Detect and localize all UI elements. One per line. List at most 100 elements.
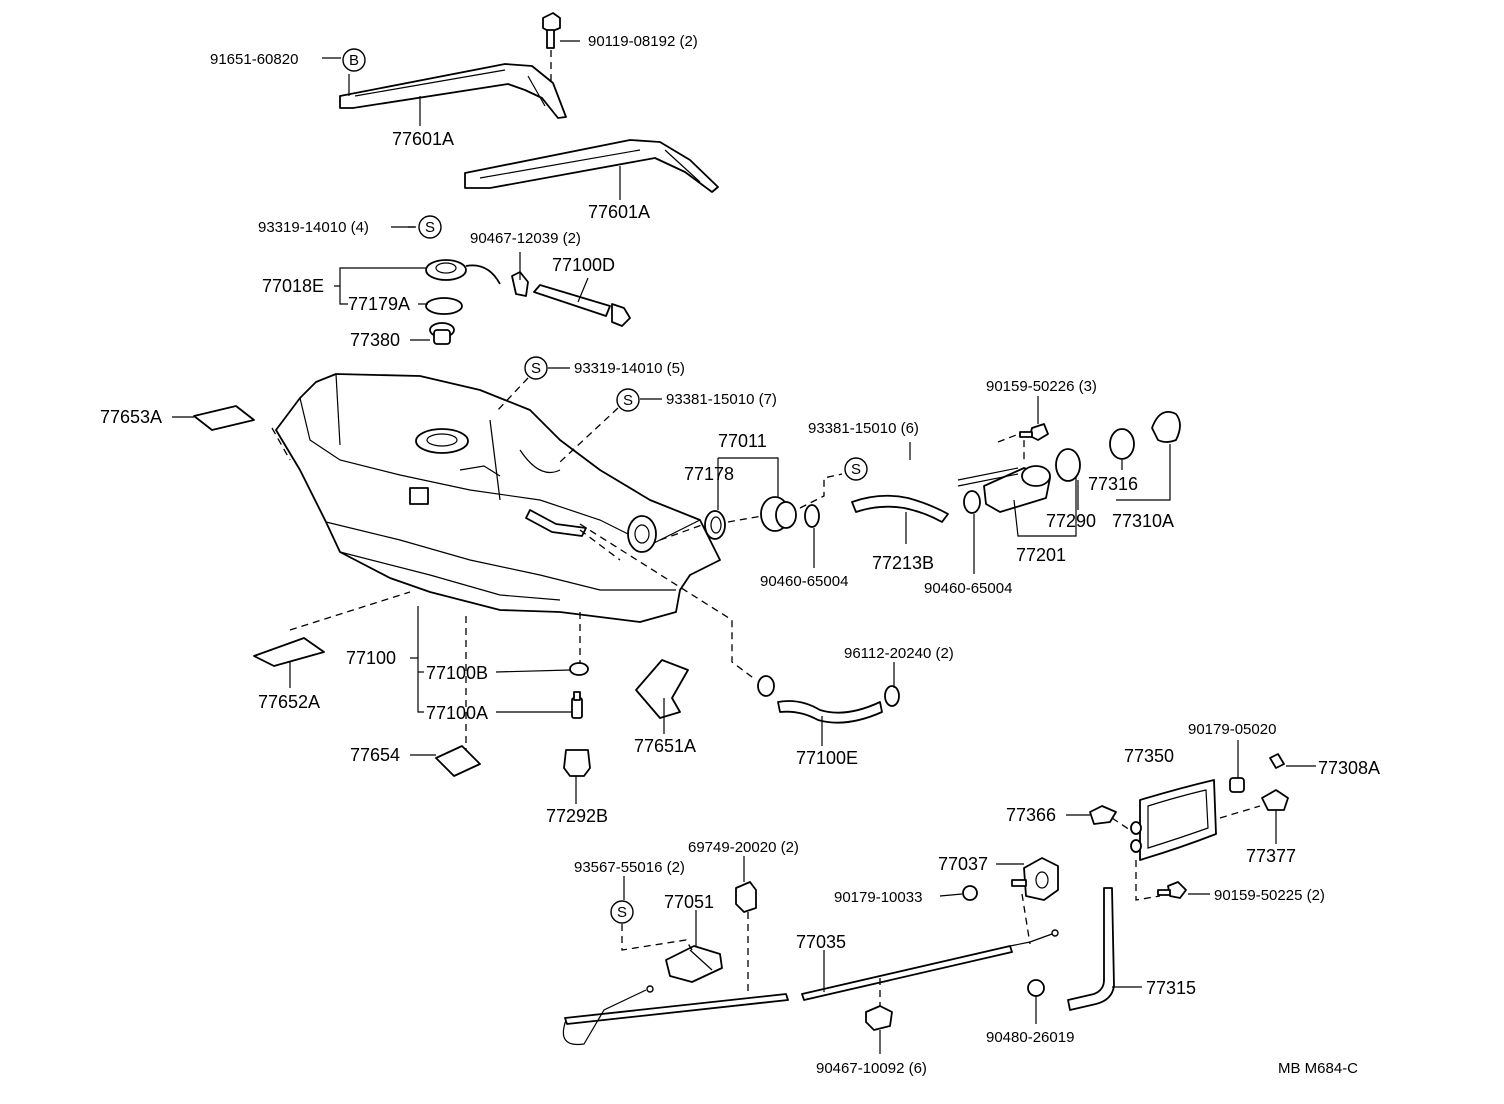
part-label: 77051 — [664, 892, 714, 912]
filler-neck-77316 — [1109, 428, 1135, 460]
part-label: 93381-15010 (7) — [666, 391, 777, 408]
part-label: 77652A — [258, 692, 320, 712]
part-label: 90159-50226 (3) — [986, 378, 1097, 395]
tank-cushion-77292b — [563, 749, 591, 777]
strap-bolt — [542, 12, 561, 49]
door-spring-77308a — [1269, 753, 1285, 769]
part-label: 77011 — [718, 431, 767, 451]
filler-pipe-77201 — [957, 465, 1051, 513]
door-bumper-90179 — [1229, 777, 1245, 793]
part-label: 90467-12039 (2) — [470, 230, 581, 247]
hose-clamp-b — [963, 490, 981, 514]
opener-cable-77035 — [801, 945, 1013, 1001]
filler-hose-77213b — [851, 494, 949, 523]
tank-pad-77653a — [193, 405, 255, 431]
fuel-gauge-sender — [425, 259, 501, 345]
breather-tube-77100d — [533, 284, 631, 327]
part-label: 93319-14010 (4) — [258, 219, 369, 236]
door-screw-90159-50225 — [1157, 881, 1187, 899]
opener-handle-77051 — [665, 945, 723, 983]
drain-plug — [571, 691, 583, 719]
symbol-s-text: S — [617, 904, 627, 921]
grommet-77178 — [704, 510, 726, 540]
part-label: 69749-20020 (2) — [688, 839, 799, 856]
part-label: 77315 — [1146, 978, 1196, 998]
symbol-s-2: S — [524, 356, 548, 380]
fuel-door-77350 — [1130, 779, 1217, 861]
part-label: 77179A — [348, 294, 410, 314]
symbol-s-4: S — [844, 457, 868, 481]
symbol-s-text: S — [623, 392, 633, 409]
part-label: 77310A — [1112, 511, 1174, 531]
hose-clip-small — [511, 271, 529, 297]
part-label: 93381-15010 (6) — [808, 420, 919, 437]
symbol-b: B — [342, 48, 366, 72]
cable-end — [1009, 933, 1053, 947]
part-label: 77651A — [634, 736, 696, 756]
part-label: 77316 — [1088, 474, 1138, 494]
part-label: 90179-10033 — [834, 889, 922, 906]
part-label: 77100A — [426, 703, 488, 723]
opener-lever-77037 — [1011, 857, 1059, 901]
part-label: 77308A — [1318, 758, 1380, 778]
part-label: 96112-20240 (2) — [844, 645, 954, 662]
part-label: 77366 — [1006, 805, 1056, 825]
part-label: 77201 — [1016, 545, 1066, 565]
part-label: 91651-60820 — [210, 51, 298, 68]
hose-clamp-a — [804, 504, 820, 528]
part-label: 77100 — [346, 648, 396, 668]
part-label: 77037 — [938, 854, 988, 874]
part-label: 77601A — [392, 129, 454, 149]
part-label: 90179-05020 — [1188, 721, 1276, 738]
part-label: 77100E — [796, 748, 858, 768]
part-label: 93567-55016 (2) — [574, 859, 685, 876]
part-label: 77178 — [684, 464, 734, 484]
part-label: 90460-65004 — [760, 573, 848, 590]
door-hinge-clip-77366 — [1089, 805, 1117, 825]
part-label: 77100B — [426, 663, 488, 683]
part-label: 77290 — [1046, 511, 1096, 531]
part-label: 77350 — [1124, 746, 1174, 766]
tank-pad-77654 — [435, 745, 481, 777]
part-label: 77380 — [350, 330, 400, 350]
cable-loop — [562, 989, 647, 1046]
symbol-s-text: S — [531, 360, 541, 377]
cable-clamp-90467 — [865, 1005, 893, 1031]
fuel-tank — [275, 373, 721, 623]
tank-protector-77651a — [635, 659, 689, 719]
part-label: 77213B — [872, 553, 934, 573]
tank-pad-77652a — [253, 637, 325, 667]
part-label: 90159-50225 (2) — [1214, 887, 1325, 904]
filler-bolt — [1019, 423, 1049, 441]
symbol-s-3: S — [616, 388, 640, 412]
part-label: 93319-14010 (5) — [574, 360, 685, 377]
symbol-s-text: S — [851, 461, 861, 478]
filler-grommet-77011 — [760, 496, 797, 532]
part-label: 77292B — [546, 806, 608, 826]
symbol-b-text: B — [349, 52, 359, 69]
part-label: 77018E — [262, 276, 324, 296]
part-label: 77377 — [1246, 846, 1296, 866]
part-label: 77601A — [588, 202, 650, 222]
diagram-code: MB M684-C — [1278, 1060, 1358, 1077]
vent-hose-77100e — [777, 700, 883, 724]
part-label: 90467-10092 (6) — [816, 1060, 927, 1077]
part-label: 77654 — [350, 745, 400, 765]
part-label: 90460-65004 — [924, 580, 1012, 597]
drain-gasket — [569, 662, 589, 676]
symbol-s-1: S — [418, 215, 442, 239]
part-label: 77653A — [100, 407, 162, 427]
cable-clamp-69749 — [735, 881, 757, 913]
drain-hose-77315 — [1067, 887, 1115, 1011]
part-label: 77100D — [552, 255, 615, 275]
filler-gasket-77290 — [1055, 448, 1081, 482]
part-label: 90119-08192 (2) — [588, 33, 698, 50]
cable-sheath — [564, 993, 789, 1025]
door-lock-77377 — [1261, 789, 1289, 811]
grommet-90480 — [1027, 979, 1045, 997]
vent-hose-clip-a — [757, 675, 775, 697]
symbol-s-text: S — [425, 219, 435, 236]
vent-hose-clip-b — [884, 685, 900, 707]
